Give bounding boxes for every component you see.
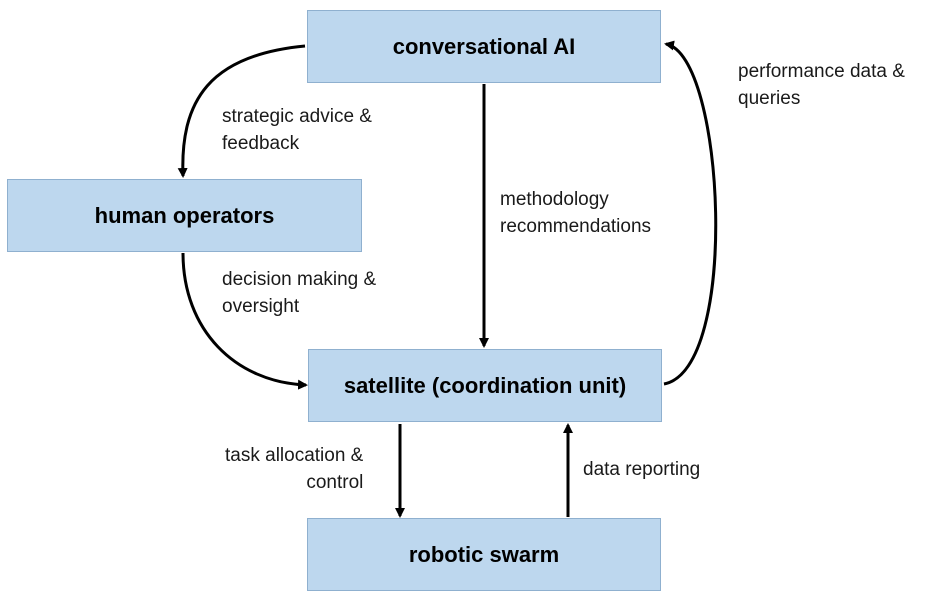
edge-label-decision-making-line1: decision making &	[222, 269, 377, 290]
edge-label-strategic-advice: strategic advice & feedback	[222, 103, 372, 157]
edge-label-task-allocation: task allocation & control	[225, 442, 363, 496]
arrow-human-to-satellite	[181, 252, 308, 390]
arrow-satellite-to-ai	[663, 40, 718, 386]
edge-label-decision-making: decision making & oversight	[222, 266, 376, 320]
edge-label-decision-making-line2: oversight	[222, 296, 300, 317]
node-conversational-ai: conversational AI	[307, 10, 661, 83]
edge-label-data-reporting-line1: data reporting	[583, 459, 701, 480]
edge-label-strategic-advice-line2: feedback	[222, 133, 300, 154]
node-human-operators: human operators	[7, 179, 362, 252]
node-conversational-ai-label: conversational AI	[392, 33, 576, 59]
node-human-operators-label: human operators	[94, 202, 275, 228]
node-satellite-label: satellite (coordination unit)	[343, 372, 627, 398]
edge-label-performance-data-line2: queries	[738, 88, 801, 109]
edge-label-methodology: methodology recommendations	[500, 186, 651, 240]
node-robotic-swarm-label: robotic swarm	[408, 541, 560, 567]
edge-label-data-reporting: data reporting	[583, 456, 700, 483]
edge-label-methodology-line1: methodology	[500, 189, 609, 210]
arrow-ai-to-human	[177, 44, 306, 178]
edge-label-task-allocation-line1: task allocation &	[225, 445, 364, 466]
edge-label-performance-data-line1: performance data &	[738, 61, 905, 82]
node-satellite: satellite (coordination unit)	[308, 349, 662, 422]
node-robotic-swarm: robotic swarm	[307, 518, 661, 591]
edge-label-task-allocation-line2: control	[306, 472, 364, 493]
edge-label-performance-data: performance data & queries	[738, 58, 905, 112]
edge-label-strategic-advice-line1: strategic advice &	[222, 106, 372, 127]
edge-label-methodology-line2: recommendations	[500, 216, 652, 237]
